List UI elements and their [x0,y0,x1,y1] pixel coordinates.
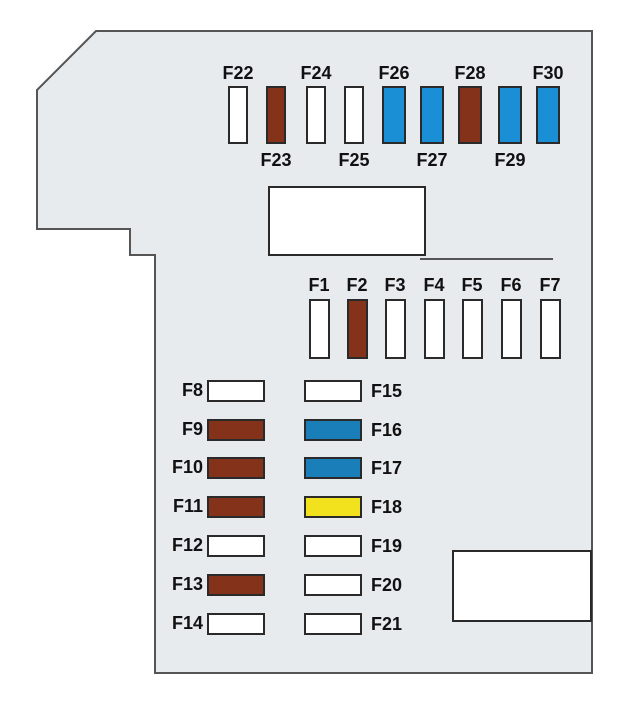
fuse-F5 [462,299,483,359]
fuse-F15 [304,380,362,402]
fuse-F30 [536,86,560,144]
label-F12: F12 [171,535,203,555]
label-F25: F25 [338,150,370,170]
label-F8: F8 [181,380,203,400]
label-F5: F5 [461,275,483,295]
label-F11: F11 [172,496,203,516]
fuse-F24 [306,86,326,144]
fuse-F28 [458,86,482,144]
label-F13: F13 [171,574,203,594]
label-F7: F7 [539,275,561,295]
label-F28: F28 [454,63,486,83]
fuse-F3 [385,299,406,359]
fuse-F19 [304,535,362,557]
fuse-F11 [207,496,265,518]
fuse-F6 [501,299,522,359]
label-F9: F9 [181,419,203,439]
fuse-F8 [207,380,265,402]
fuse-F25 [344,86,364,144]
relay-block-bottom [452,550,592,622]
fuse-F7 [540,299,561,359]
label-F24: F24 [300,63,332,83]
fuse-F10 [207,457,265,479]
label-F18: F18 [371,497,403,517]
label-F10: F10 [171,457,203,477]
label-F1: F1 [308,275,330,295]
fuse-F12 [207,535,265,557]
label-F26: F26 [378,63,410,83]
label-F20: F20 [371,575,403,595]
fuse-F14 [207,613,265,635]
fuse-F13 [207,574,265,596]
fuse-F17 [304,457,362,479]
label-F2: F2 [346,275,368,295]
label-F30: F30 [532,63,564,83]
fuse-F1 [309,299,330,359]
label-F19: F19 [371,536,403,556]
fuse-F29 [498,86,522,144]
fuse-F2 [347,299,368,359]
label-F4: F4 [423,275,445,295]
label-F27: F27 [416,150,448,170]
label-F23: F23 [260,150,292,170]
label-F29: F29 [494,150,526,170]
fuse-F23 [266,86,286,144]
label-F21: F21 [371,614,403,634]
fuse-F21 [304,613,362,635]
label-F15: F15 [371,381,403,401]
label-F6: F6 [500,275,522,295]
fuse-F4 [424,299,445,359]
fuse-F26 [382,86,406,144]
fuse-F20 [304,574,362,596]
label-F3: F3 [384,275,406,295]
label-F14: F14 [171,613,203,633]
fuse-F18 [304,496,362,518]
fuse-F22 [228,86,248,144]
label-F17: F17 [371,458,403,478]
relay-block-top [268,186,426,256]
fuse-F27 [420,86,444,144]
label-F16: F16 [371,420,403,440]
label-F22: F22 [222,63,254,83]
fuse-F9 [207,419,265,441]
fuse-F16 [304,419,362,441]
